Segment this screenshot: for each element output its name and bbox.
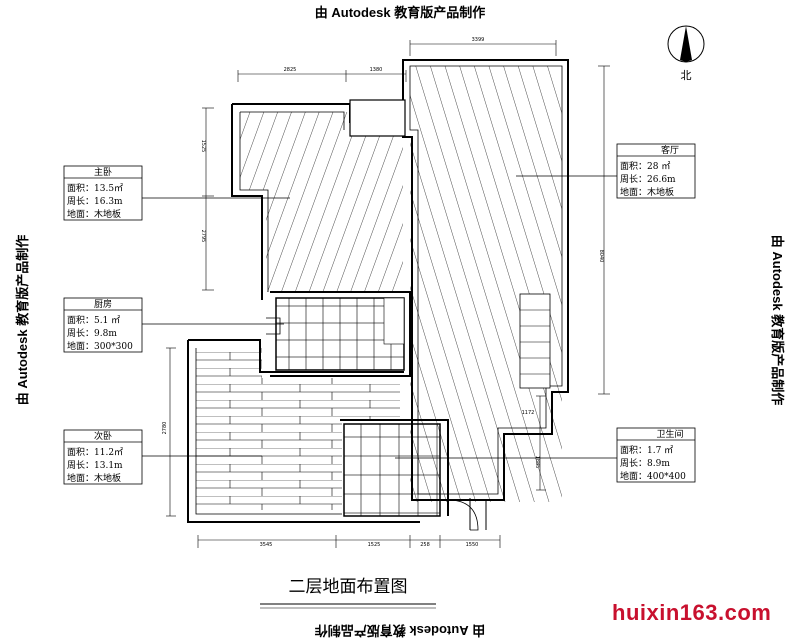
second-perimeter: 周长：13.1m [67,459,123,471]
second-name: 次卧 [94,430,112,442]
dim-left-middle: 2795 [200,230,206,243]
dim-right-small: 1172 [522,410,535,416]
leader-lines [142,175,617,459]
site-watermark: huixin163.com [612,600,772,625]
label-second: 次卧 面积：11.2㎡ 周长：13.1m 地面：木地板 [63,429,143,485]
kitchen-area: 面积：5.1 ㎡ [67,314,120,326]
dim-top-right: 3399 [472,37,485,43]
dim-bottom-3: 258 [420,542,430,548]
dim-right-tall: 8040 [598,250,604,263]
dim-bottom-1: 3545 [260,542,273,548]
bathroom [340,419,487,531]
label-bath: 卫生间 面积：1.7 ㎡ 周长：8.9m 地面：400*400 [616,427,696,483]
dim-right-bath: 1885 [534,456,540,469]
master-area: 面积：13.5㎡ [67,182,123,194]
bath-perimeter: 周长：8.9m [620,457,670,469]
dim-bottom-2: 1525 [368,542,381,548]
drawing-title: 二层地面布置图 [260,577,436,609]
kitchen-name: 厨房 [94,298,112,310]
dim-top-left: 2825 [284,67,297,73]
dim-left-lower: 2780 [162,422,168,435]
master-name: 主卧 [94,166,112,178]
second-bedroom [187,339,420,523]
bath-floor: 地面：400*400 [620,470,686,482]
master-bedroom [231,99,406,300]
kitchen-perimeter: 周长：9.8m [67,327,117,339]
dimension-lines [166,40,610,548]
north-compass: 北 [667,25,705,82]
dim-bottom-4: 1550 [466,542,479,548]
second-area: 面积：11.2㎡ [67,446,123,458]
living-floor: 地面：木地板 [620,186,674,198]
label-living: 客厅 面积：28 ㎡ 周长：26.6m 地面：木地板 [616,143,696,199]
watermark-top: 由 Autodesk 教育版产品制作 [314,5,486,20]
label-kitchen: 厨房 面积：5.1 ㎡ 周长：9.8m 地面：300*300 [63,297,143,353]
master-floor: 地面：木地板 [67,208,121,220]
living-area: 面积：28 ㎡ [620,160,670,172]
bath-name: 卫生间 [656,428,683,440]
master-perimeter: 周长：16.3m [67,195,123,207]
compass-label: 北 [681,69,692,82]
dim-top-mid: 1380 [370,67,383,73]
living-name: 客厅 [661,144,679,156]
bath-area: 面积：1.7 ㎡ [620,444,673,456]
drawing-title-text: 二层地面布置图 [289,577,408,597]
living-perimeter: 周长：26.6m [620,173,676,185]
label-master: 主卧 面积：13.5㎡ 周长：16.3m 地面：木地板 [63,165,143,221]
kitchen [266,291,411,377]
dim-left-upper: 1525 [200,140,206,153]
dimension-labels: 3399 2825 1380 1525 2795 8040 2780 1172 … [162,37,604,548]
kitchen-floor: 地面：300*300 [67,340,133,352]
second-floor: 地面：木地板 [67,472,121,484]
